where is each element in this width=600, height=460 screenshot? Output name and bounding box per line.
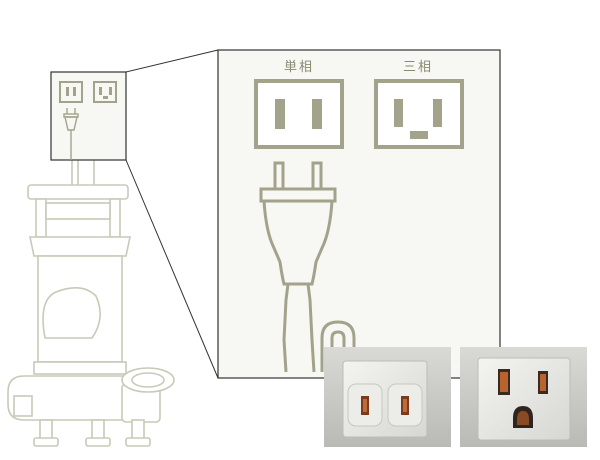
two-prong-plug-icon [259, 161, 356, 373]
enlarged-outlet-panel: 単相 三相 [217, 49, 501, 379]
grounded-outlet-icon [374, 79, 464, 149]
two-slot-outlet-icon [254, 79, 344, 149]
three-phase-outlet-photo [460, 347, 587, 447]
outlet-inset-small [50, 71, 127, 161]
zoom-lines [125, 49, 219, 379]
submersible-pump-icon [7, 139, 175, 447]
single-phase-label: 単相 [284, 59, 314, 75]
single-phase-outlet-photo [324, 347, 451, 447]
three-phase-label: 三相 [403, 60, 433, 75]
